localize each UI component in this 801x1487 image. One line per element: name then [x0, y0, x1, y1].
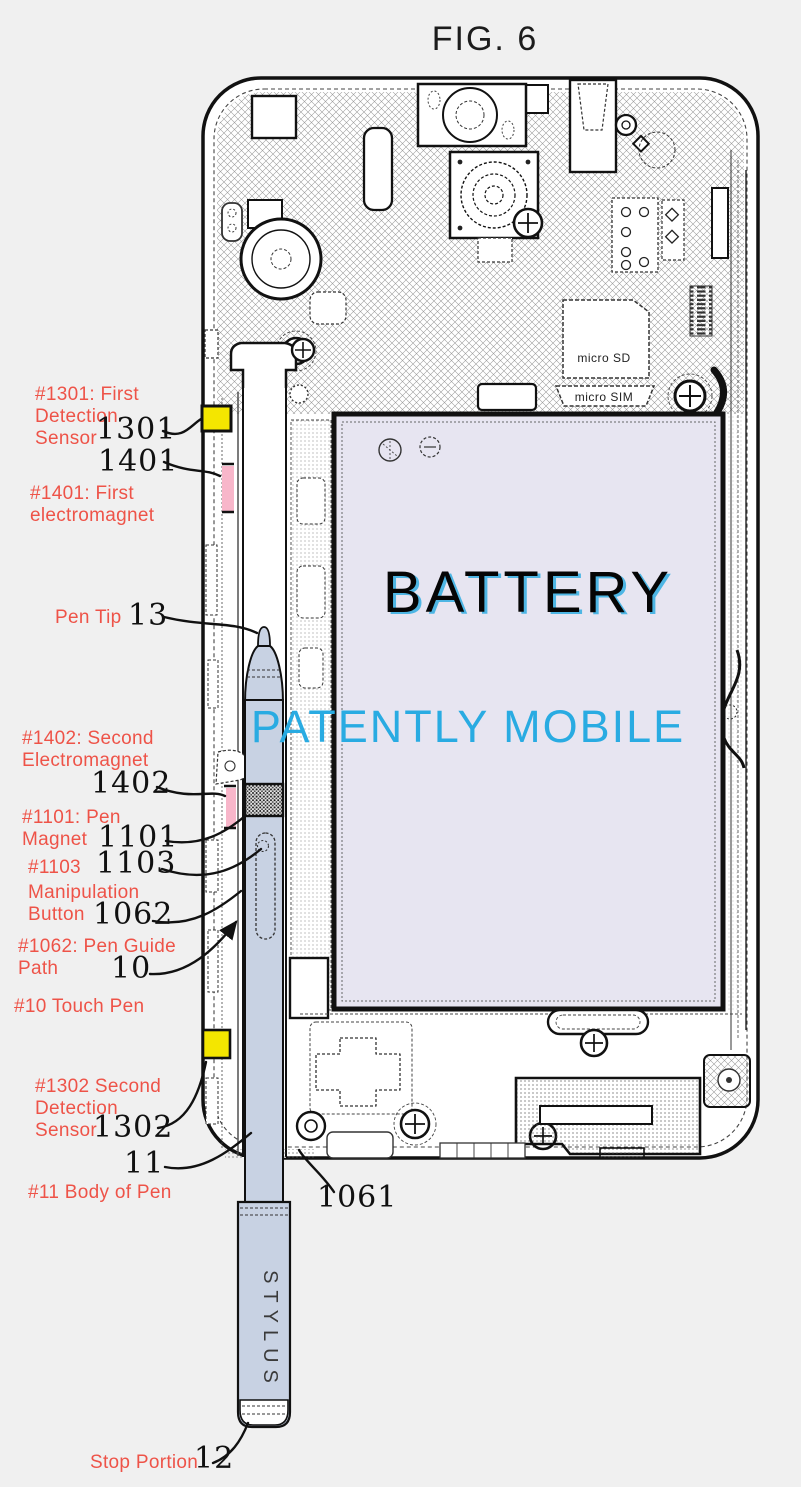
callout-1401-num: 1401: [98, 444, 179, 479]
sensor-1302-rect: [201, 1028, 232, 1060]
rounded-pad: [309, 291, 347, 325]
magnet-1401-rect: [222, 462, 234, 514]
callout-1103-num: 1103: [96, 846, 177, 881]
callout-10-num: 10: [111, 951, 152, 986]
battery-label-text: BATTERY: [383, 560, 673, 625]
callout-1101-num: 1101: [98, 820, 179, 855]
callout-1401-label: #1401: First electromagnet: [30, 483, 155, 526]
callout-1301-label: #1301: First Detection Sensor: [35, 384, 139, 449]
contact-strip: [689, 285, 713, 337]
headphone-jack: [568, 78, 676, 174]
lever-arm: [215, 749, 251, 785]
callout-1103-ref: #1103: [28, 857, 81, 878]
battery-label-ghost: BATTERY: [386, 562, 676, 627]
camera-module-upper: [416, 82, 528, 148]
left-edge-parts: [204, 202, 243, 1125]
pen-tip-shape: [257, 626, 271, 647]
battery-connector: [476, 382, 538, 412]
callout-1062-num: 1062: [93, 897, 174, 932]
figure-title: FIG. 6: [431, 20, 539, 58]
callout-stop-portion-label: Stop Portion: [90, 1452, 199, 1473]
battery: BATTERY BATTERY: [331, 411, 726, 1012]
micro-sim-label: micro SIM: [575, 390, 634, 404]
callout-1302-num: 1302: [93, 1110, 174, 1145]
callout-1062-label: #1062: Pen Guide Path: [18, 936, 176, 979]
manipulation-button-shape: [255, 832, 276, 940]
pen-lower-body: [236, 1200, 292, 1429]
right-edge-column: [720, 150, 747, 1050]
micro-sd-label: micro SD: [577, 351, 630, 365]
right-edge-module: [711, 187, 729, 259]
watermark-text: PATENTLY MOBILE: [251, 701, 685, 752]
side-frame-strip: [288, 419, 332, 1020]
callout-1302-label: #1302 Second Detection Sensor: [35, 1076, 162, 1141]
stylus-label-text: STYLUS: [259, 1270, 281, 1390]
flex-bar: [362, 126, 394, 212]
callout-1061-num: 1061: [317, 1180, 398, 1215]
callout-1402-label: #1402: Second Electromagnet: [22, 728, 154, 771]
callout-13-num: 13: [128, 598, 169, 633]
pen-stop-band: [239, 1399, 289, 1426]
micro-sim-slot: micro SIM: [554, 385, 656, 407]
pen-magnet-band: [243, 782, 285, 818]
antenna-cable: [710, 366, 727, 418]
stylus-pen: STYLUS: [236, 626, 292, 1429]
pin-header: [611, 197, 685, 273]
bottom-speaker: [514, 1076, 702, 1159]
pen-upper-body: [244, 699, 284, 1203]
callout-pen-tip-label: Pen Tip: [55, 607, 122, 628]
micro-sd-slot: micro SD: [562, 299, 650, 379]
callout-11-num: 11: [124, 1146, 165, 1181]
leader-lines: [148, 417, 336, 1465]
callout-1301-num: 1301: [96, 412, 177, 447]
pen-shoulder: [243, 645, 285, 703]
callout-manipulation-button-label: Manipulation Button: [28, 882, 140, 925]
callout-1101-label: #1101: Pen Magnet: [22, 807, 121, 850]
sensor-1301-rect: [200, 404, 233, 433]
callout-11-label: #11 Body of Pen: [28, 1182, 172, 1203]
bottom-section: [225, 1008, 751, 1159]
callout-10-label: #10 Touch Pen: [14, 996, 145, 1017]
top-left-module: [250, 94, 298, 140]
callout-1402-num: 1402: [91, 766, 172, 801]
callout-12-num: 12: [194, 1441, 235, 1476]
vibration-motor: [239, 199, 323, 301]
